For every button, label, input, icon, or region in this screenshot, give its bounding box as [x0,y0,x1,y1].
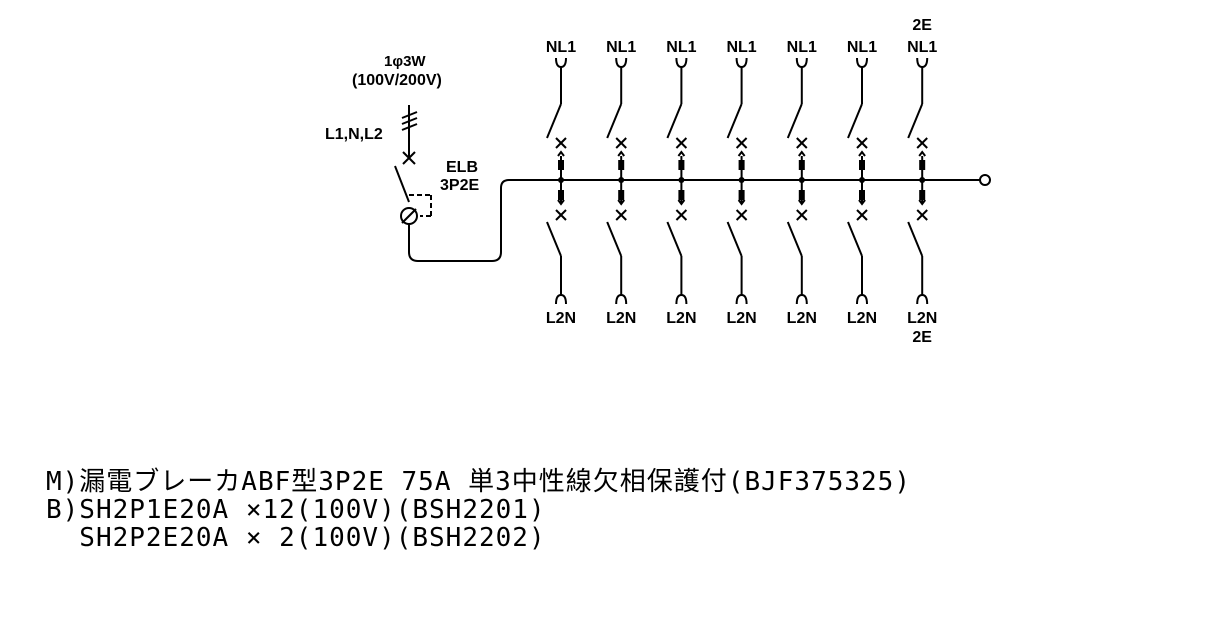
breaker-element-top [859,160,865,170]
branch-top-label: NL1 [907,39,937,56]
breaker-element-bottom [558,190,564,200]
breaker-element-bottom [738,190,745,200]
bus-junction [859,177,865,183]
main-breaker-symbol [394,165,991,262]
branch-bottom-label: L2N [907,310,937,327]
branch-top-extra-label: 2E [912,17,932,34]
main-breaker-poles-label: 3P2E [440,177,479,194]
breaker-element-top [919,160,926,170]
spec-line-branch-2e: SH2P2E20A × 2(100V)(BSH2202) [46,523,546,553]
bus-junction [678,177,685,183]
branch-top-label: NL1 [606,39,636,56]
breaker-element-bottom [618,190,625,200]
breaker-element-top [738,160,745,170]
branch-top-label: NL1 [546,39,576,56]
breaker-element-bottom [798,190,805,200]
spec-line-branch-1e: B)SH2P1E20A ×12(100V)(BSH2201) [46,495,546,525]
breaker-element-bottom [678,190,685,200]
branch-top-label: NL1 [847,39,877,56]
branch-bottom-extra-label: 2E [912,329,932,346]
bus-junction [558,177,564,183]
spec-line-main-breaker: M)漏電ブレーカABF型3P2E 75A 単3中性線欠相保護付(BJF37532… [46,467,911,497]
branch-bottom-label: L2N [726,310,756,327]
branch-top-label: NL1 [787,39,817,56]
supply-phase-label: 1φ3W [384,53,426,70]
breaker-element-top [798,160,805,170]
branch-bottom-label: L2N [847,310,877,327]
branch-bottom-label: L2N [787,310,817,327]
breaker-element-top [678,160,685,170]
breaker-element-top [618,160,625,170]
branch-bottom-label: L2N [666,310,696,327]
supply-lines-label: L1,N,L2 [325,126,383,143]
branch-bottom-label: L2N [546,310,576,327]
branch-bottom-label: L2N [606,310,636,327]
breaker-element-bottom [919,190,926,200]
main-breaker-type-label: ELB [446,159,478,176]
bus-junction [618,177,625,183]
bus-junction [798,177,805,183]
supply-voltage-label: (100V/200V) [352,72,442,89]
bus-junction [738,177,745,183]
breaker-element-bottom [859,190,865,200]
branch-top-label: NL1 [726,39,756,56]
branch-breaker [847,57,868,305]
breaker-element-top [558,160,564,170]
incoming-line [401,105,418,165]
branch-top-label: NL1 [666,39,696,56]
bus-junction [919,177,926,183]
